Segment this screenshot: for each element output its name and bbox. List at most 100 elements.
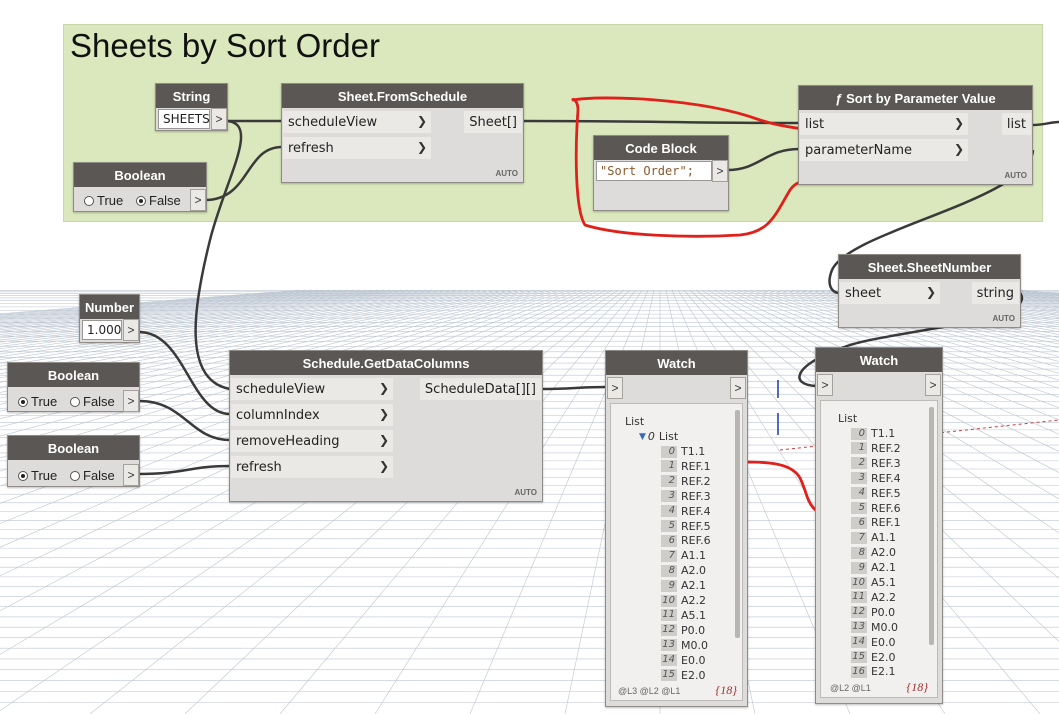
item-index: 7 — [661, 549, 677, 562]
input-port-scheduleview[interactable]: scheduleView❯ — [231, 378, 393, 400]
list-item: 14 E0.0 — [661, 653, 705, 668]
item-value: A2.0 — [681, 564, 707, 578]
sheet-sheetnumber-node[interactable]: Sheet.SheetNumber sheet❯ string AUTO — [838, 254, 1021, 328]
item-index: 15 — [661, 669, 677, 681]
radio-false[interactable]: False — [70, 394, 115, 409]
radio-true[interactable]: True — [18, 468, 57, 483]
boolean-output-port[interactable]: > — [123, 390, 139, 412]
item-value: A1.1 — [681, 549, 707, 563]
number-output-port[interactable]: > — [123, 319, 139, 341]
item-value: REF.1 — [871, 516, 901, 530]
watch-output-port[interactable]: > — [925, 374, 941, 396]
lacing-label: AUTO — [495, 169, 518, 178]
boolean-node-1[interactable]: Boolean True False > — [73, 162, 207, 212]
radio-true[interactable]: True — [18, 394, 57, 409]
code-input[interactable]: "Sort Order"; — [596, 161, 712, 181]
node-title: Boolean — [74, 163, 206, 187]
scrollbar[interactable] — [735, 410, 740, 638]
item-index: 12 — [851, 606, 867, 619]
item-index: 13 — [661, 639, 677, 652]
port-label: columnIndex — [236, 407, 320, 423]
item-value: A5.1 — [871, 576, 897, 589]
input-port-scheduleview[interactable]: scheduleView❯ — [283, 111, 431, 133]
scrollbar[interactable] — [929, 407, 934, 645]
boolean-output-port[interactable]: > — [123, 464, 139, 486]
node-title: Boolean — [8, 436, 139, 460]
item-index: 1 — [851, 442, 867, 455]
item-index: 14 — [661, 654, 677, 667]
number-node[interactable]: Number 1.000 > — [79, 294, 140, 343]
output-port-string[interactable]: string — [971, 282, 1019, 304]
code-block-node[interactable]: Code Block "Sort Order"; > — [593, 135, 729, 211]
port-label: removeHeading — [236, 433, 340, 449]
input-port-removeheading[interactable]: removeHeading❯ — [231, 430, 393, 452]
code-output-port[interactable]: > — [712, 160, 728, 182]
input-port-sheet[interactable]: sheet ❯ — [840, 282, 940, 304]
item-value: E0.0 — [871, 635, 896, 649]
radio-true-icon — [18, 396, 28, 407]
string-node[interactable]: String SHEETS > — [155, 83, 228, 131]
input-port-columnindex[interactable]: columnIndex ❯ — [231, 404, 393, 426]
chevron-right-icon: ❯ — [378, 407, 389, 421]
radio-true[interactable]: True — [84, 193, 123, 208]
schedule-getdatacolumns-node[interactable]: Schedule.GetDataColumns scheduleView❯ co… — [229, 350, 543, 502]
input-port-refresh[interactable]: refresh❯ — [283, 137, 431, 159]
radio-false-label: False — [83, 394, 115, 409]
number-value-input[interactable]: 1.000 — [82, 320, 122, 340]
input-port-refresh[interactable]: refresh❯ — [231, 456, 393, 478]
group-title: Sheets by Sort Order — [70, 27, 380, 64]
string-value-input[interactable]: SHEETS — [158, 109, 210, 129]
input-port-list[interactable]: list ❯ — [800, 113, 968, 135]
port-label: refresh — [288, 140, 334, 156]
output-port-scheduledata[interactable]: ScheduleData[][] — [419, 378, 541, 400]
item-index: 4 — [661, 505, 677, 518]
watch-input-port[interactable]: > — [607, 377, 623, 399]
sort-by-parameter-value-node[interactable]: ƒ Sort by Parameter Value list ❯ paramete… — [798, 85, 1033, 185]
level-indicators: @L3 @L2 @L1 — [618, 686, 681, 696]
input-port-parametername[interactable]: parameterName❯ — [800, 139, 968, 161]
item-value: A2.2 — [681, 594, 707, 607]
item-index: 3 — [661, 490, 677, 503]
boolean-node-2[interactable]: Boolean True False > — [7, 362, 140, 412]
boolean-output-port[interactable]: > — [190, 189, 206, 211]
chevron-right-icon: ❯ — [953, 116, 964, 130]
radio-true-label: True — [31, 394, 58, 409]
radio-false[interactable]: False — [136, 193, 181, 208]
node-title: ƒ Sort by Parameter Value — [799, 86, 1032, 110]
string-output-port[interactable]: > — [211, 108, 227, 130]
chevron-right-icon: ❯ — [925, 285, 936, 299]
port-label: sheet — [845, 285, 882, 301]
item-value: T1.1 — [681, 445, 706, 458]
sheet-fromschedule-node[interactable]: Sheet.FromSchedule scheduleView❯ refresh… — [281, 83, 524, 183]
item-value: E0.0 — [681, 653, 706, 667]
watch-input-port[interactable]: > — [817, 374, 833, 396]
output-port-sheet[interactable]: Sheet[] — [464, 111, 522, 133]
list-root-label: List — [838, 412, 858, 425]
radio-false[interactable]: False — [70, 468, 115, 483]
item-value: M0.0 — [681, 638, 708, 652]
item-value: REF.3 — [871, 456, 901, 470]
item-index: 14 — [851, 636, 867, 649]
output-port-list[interactable]: list — [1001, 113, 1031, 135]
list-item: 14 E0.0 — [851, 635, 895, 650]
node-title: Sheet.FromSchedule — [282, 84, 523, 108]
boolean-node-3[interactable]: Boolean True False > — [7, 435, 140, 487]
item-index: 3 — [851, 472, 867, 485]
port-label: list — [805, 116, 825, 132]
item-value: REF.6 — [681, 534, 711, 548]
watch-output-port[interactable]: > — [730, 377, 746, 399]
radio-true-icon — [84, 195, 94, 206]
